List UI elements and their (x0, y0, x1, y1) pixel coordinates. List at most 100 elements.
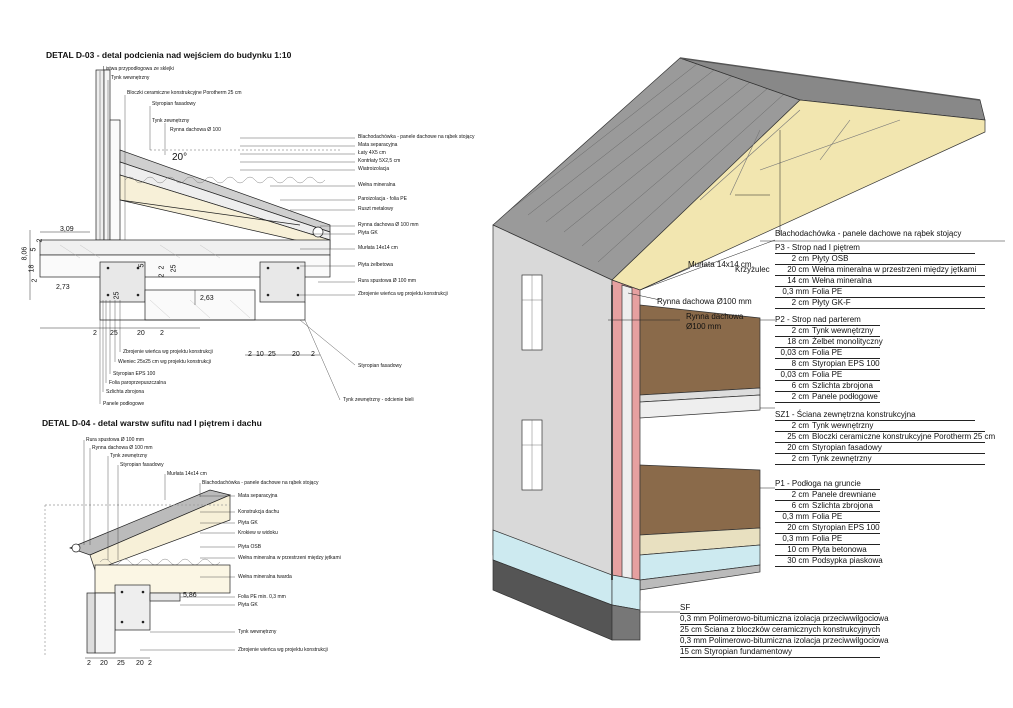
angle-label: 20° (172, 152, 188, 163)
callout: Kontrłaty 5X2,5 cm (358, 158, 401, 164)
callout: Murłata 14x14 cm (167, 471, 207, 477)
legend-row: 15 cm Styropian fundamentowy (680, 647, 880, 658)
legend-head: P2 - Strop nad parterem (775, 315, 880, 326)
label-krzyzulec: Krzyżulec (735, 265, 770, 274)
callout: Folia PE min. 0,3 mm (238, 594, 286, 600)
legend-material: Podsypka piaskowa (812, 556, 883, 565)
legend-thickness: 2 cm (791, 490, 809, 499)
callout: Tynk zewnętrzny (110, 453, 148, 459)
legend-thickness: 2 cm (791, 326, 809, 335)
legend-thickness: 2 cm (791, 392, 809, 401)
dim: 20 (292, 351, 300, 358)
legend-thickness: 20 cm (787, 523, 809, 532)
callout: Tynk wewnętrzny (238, 629, 277, 635)
legend-thickness: 0,3 mm (782, 512, 809, 521)
legend-thickness: 20 cm (787, 265, 809, 274)
dim: 2 (36, 238, 44, 243)
callout: Styropian fasadowy (358, 363, 402, 369)
dim: 25 (170, 264, 178, 273)
legend-material: Płyty GK-F (812, 298, 851, 307)
callout: Konstrukcja dachu (238, 509, 280, 515)
callout: Styropian fasadowy (152, 101, 196, 107)
callout: Płyta OSB (238, 544, 262, 550)
dim: 2 (158, 273, 166, 278)
legend-material: Styropian fasadowy (812, 443, 882, 452)
dim: 10 (256, 351, 264, 358)
legend-material: Tynk wewnętrzny (812, 421, 874, 430)
callout: Płyta GK (238, 602, 258, 608)
legend-head: P3 - Strop nad I piętrem (775, 243, 975, 254)
callout: Panele podłogowe (103, 401, 145, 407)
legend-thickness: 2 cm (791, 254, 809, 263)
label-roof: Blachodachówka - panele dachowe na rąbek… (775, 229, 962, 238)
callout: Tynk wewnętrzny (111, 75, 150, 81)
label-rynna1: Rynna dachowa Ø100 mm (657, 297, 752, 306)
callout: Krokiew w widoku (238, 530, 278, 536)
legend-thickness: 6 cm (791, 381, 809, 390)
dim: 20 (137, 330, 145, 337)
callout: Murłata 14x14 cm (358, 245, 398, 251)
callout: Tynk zewnętrzny (152, 118, 190, 124)
callout: Ruszt metalowy (358, 206, 394, 212)
dim: 20 (136, 660, 144, 667)
legend-material: Panele drewniane (812, 490, 877, 499)
legend-material: Szlichta zbrojona (812, 381, 873, 390)
legend-thickness: 14 cm (787, 276, 809, 285)
callout: Płyta GK (238, 520, 258, 526)
legend-row: 0,3 mm Polimerowo-bitumiczna izolacja pr… (680, 614, 889, 625)
legend-material: Tynk zewnętrzny (812, 454, 872, 463)
legend-material: Płyta betonowa (812, 545, 867, 554)
legend-thickness: 0,3 mm (782, 534, 809, 543)
legend-material: Bloczki ceramiczne konstrukcyjne Porothe… (812, 432, 996, 441)
callout: Rura spustowa Ø 100 mm (358, 278, 417, 284)
callout: Wełna mineralna (358, 182, 396, 188)
callout: Mata separacyjna (358, 142, 398, 148)
label-murlata: Murłata 14x14 cm (688, 260, 752, 269)
legend-material: Styropian EPS 100 (812, 523, 880, 532)
callout: Wełna mineralna w przestrzeni między jęt… (238, 555, 341, 561)
callout: Łaty 4X5 cm (358, 150, 386, 156)
dim: 2,73 (56, 284, 70, 291)
legend-thickness: 2 cm (791, 454, 809, 463)
legend-material: Wełna mineralna (812, 276, 872, 285)
legend-material: 0,3 mm Polimerowo-bitumiczna izolacja pr… (680, 614, 889, 623)
dim: 25 (117, 660, 125, 667)
callout: Zbrojenie wieńca wg projektu konstrukcji (238, 647, 328, 653)
callout: Bloczki ceramiczne konstrukcyjne Porothe… (127, 90, 242, 96)
legend-thickness: 2 cm (791, 421, 809, 430)
legend-material: Żelbet monolityczny (812, 337, 883, 346)
dim: 2 (160, 330, 164, 337)
callout: Styropian EPS 100 (113, 371, 156, 377)
callout: Paroizolacja - folia PE (358, 196, 407, 202)
legend-material: 25 cm Ściana z bloczków ceramicznych kon… (680, 625, 881, 634)
legend-material: Folia PE (812, 348, 843, 357)
legend-material: Wełna mineralna w przestrzeni między jęt… (812, 265, 977, 274)
dim: 2 (93, 330, 97, 337)
detail-d04-title: DETAL D-04 - detal warstw sufitu nad I p… (42, 418, 262, 428)
dim: 2 (311, 351, 315, 358)
callout: Wełna mineralna twarda (238, 574, 292, 580)
label-rynna2: Rynna dachowa Ø100 mm (686, 312, 744, 331)
legend-material: Folia PE (812, 512, 843, 521)
legend-head: SF (680, 603, 880, 614)
dim: 5,86 (183, 592, 197, 599)
callout: Rynna dachowa Ø 100 mm (358, 222, 419, 228)
callout: Blachodachówka - panele dachowe na rąbek… (202, 480, 319, 486)
dim: 2 (148, 660, 152, 667)
callout: Wiatroizolacja (358, 166, 390, 172)
callout: Styropian fasadowy (120, 462, 164, 468)
legend-material: Szlichta zbrojona (812, 501, 873, 510)
dim: 18 (28, 264, 36, 273)
dim: 8,06 (21, 246, 29, 261)
